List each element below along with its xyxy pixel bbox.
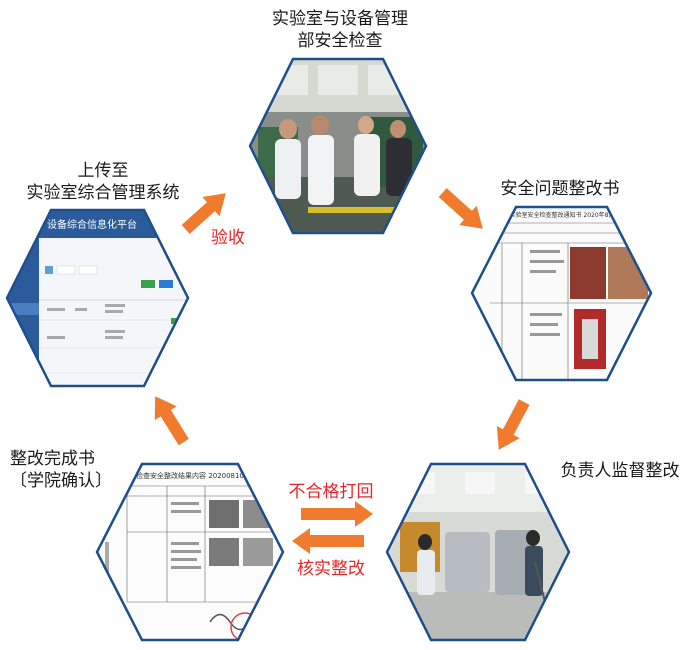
label-completion-line1: 整改完成书 xyxy=(10,449,95,469)
arrow-notice-to-supervision xyxy=(496,399,530,450)
hex-rectification-notice: 实验室安全检查整改通知书 2020年8月 xyxy=(470,205,653,382)
label-completion-line2: 〔学院确认〕 xyxy=(10,471,112,491)
label-upload-line1: 上传至 xyxy=(77,161,129,181)
edge-label-reject: 不合格打回 xyxy=(288,482,374,502)
label-inspection-line1: 实验室与设备管理 xyxy=(272,9,408,29)
notice-doc-title: 实验室安全检查整改通知书 2020年8月 xyxy=(510,211,615,219)
label-inspection: 实验室与设备管理 部安全检查 xyxy=(240,8,440,52)
platform-title: 设备综合信息化平台 xyxy=(47,218,137,231)
completion-doc-title: 检查安全整改结果内容 20200810 xyxy=(136,471,244,480)
label-supervision: 负责人监督整改 xyxy=(545,460,695,482)
hex-inspection-photo xyxy=(248,57,428,235)
label-inspection-line2: 部安全检查 xyxy=(297,31,383,51)
hex-management-system: 设备综合信息化平台 xyxy=(5,208,190,388)
label-upload: 上传至 实验室综合管理系统 xyxy=(8,160,198,204)
label-supervision-line1: 负责人监督整改 xyxy=(560,461,680,481)
edge-label-verify: 核实整改 xyxy=(297,559,365,579)
label-rectification-notice-line1: 安全问题整改书 xyxy=(500,179,620,199)
hex-completion-document: 检查安全整改结果内容 20200810 xyxy=(95,462,285,642)
arrow-verify xyxy=(292,528,364,554)
arrow-completion-to-upload xyxy=(154,396,189,446)
hex-supervision-photo xyxy=(385,462,571,642)
label-upload-line2: 实验室综合管理系统 xyxy=(26,183,180,203)
label-completion: 整改完成书 〔学院确认〕 xyxy=(10,448,130,492)
arrow-reject xyxy=(301,501,373,527)
label-rectification-notice: 安全问题整改书 xyxy=(470,178,650,200)
